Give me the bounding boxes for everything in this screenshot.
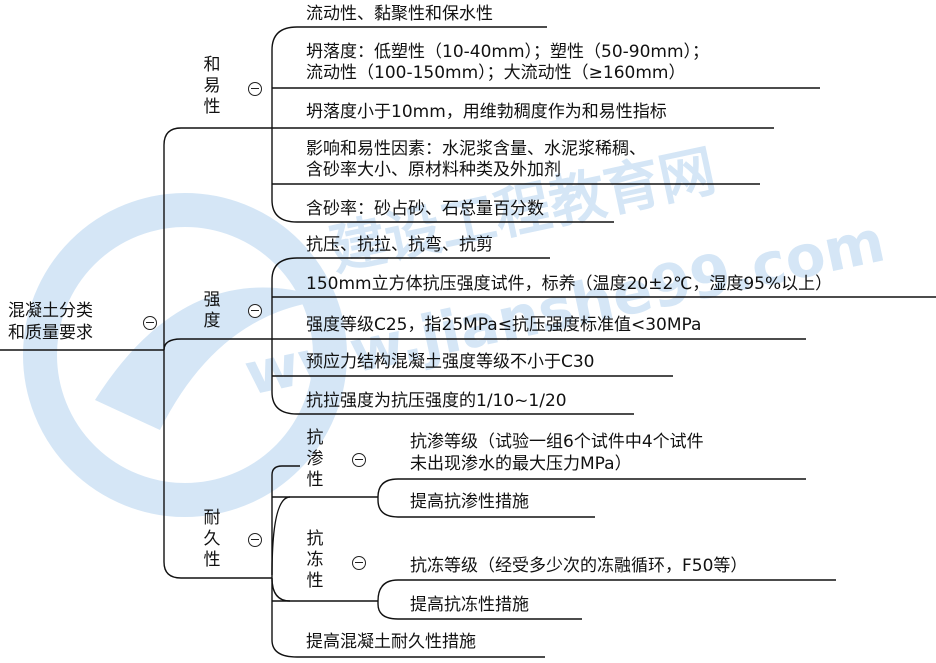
frost-bracket-lower: [377, 601, 582, 620]
durability-bracket: [271, 465, 300, 578]
strength-item-5: 抗拉强度为抗压强度的1/10~1/20: [306, 391, 567, 411]
impermeability-collapse-toggle[interactable]: [352, 453, 366, 467]
workability-item-4-line2: 含砂率大小、原材料种类及外加剂: [306, 160, 561, 180]
durability-improve-item: 提高混凝土耐久性措施: [306, 632, 476, 652]
strength-bracket: [271, 257, 298, 415]
watermark-logo-ring: [23, 193, 347, 517]
watermark-logo-swoosh: [95, 287, 330, 430]
durability-collapse-toggle[interactable]: [248, 533, 262, 547]
strength-item-1: 抗压、抗拉、抗弯、抗剪: [306, 235, 493, 255]
impermeability-bracket-lower: [377, 497, 595, 518]
frost-link: [271, 577, 291, 602]
impermeability-item-1-line2: 未出现渗水的最大压力MPa）: [410, 454, 632, 474]
frost-collapse-toggle[interactable]: [352, 556, 366, 570]
workability-item-1: 流动性、黏聚性和保水性: [306, 4, 493, 24]
durability-bracket-lower: [271, 578, 298, 658]
branch-link-durability: [163, 350, 272, 579]
frost-title: 抗冻性: [306, 529, 324, 591]
strength-collapse-toggle[interactable]: [248, 304, 262, 318]
workability-collapse-toggle[interactable]: [248, 82, 262, 96]
strength-item-2: 150mm立方体抗压强度试件，标养（温度20±2℃，湿度95%以上）: [306, 274, 833, 294]
strength-item-4: 预应力结构混凝土强度等级不小于C30: [306, 352, 595, 372]
root-label-line1: 混凝土分类: [8, 301, 93, 321]
frost-item-1: 抗冻等级（经受多少次的冻融循环，F50等）: [410, 556, 748, 576]
frost-bracket: [377, 579, 836, 602]
impermeability-link: [271, 496, 291, 576]
frost-item-2: 提高抗冻性措施: [410, 595, 529, 615]
impermeability-item-2: 提高抗渗性措施: [410, 492, 529, 512]
workability-item-3: 坍落度小于10mm，用维勃稠度作为和易性指标: [306, 102, 667, 122]
strength-item-3: 强度等级C25，指25MPa≤抗压强度标准值<30MPa: [306, 315, 702, 335]
root-collapse-toggle[interactable]: [143, 316, 157, 330]
workability-item-4-line1: 影响和易性因素：水泥浆含量、水泥浆稀稠、: [306, 139, 646, 159]
durability-title: 耐久性: [203, 508, 221, 570]
root-label-line2: 和质量要求: [8, 323, 93, 343]
workability-item-2-line2: 流动性（100-150mm）；大流动性（≥160mm）: [306, 63, 686, 83]
workability-item-2-line1: 坍落度：低塑性（10-40mm）；塑性（50-90mm）；: [306, 42, 710, 62]
impermeability-item-1-line1: 抗渗等级（试验一组6个试件中4个试件: [410, 432, 704, 452]
branch-link-strength: [163, 338, 272, 351]
branch-link-workability: [163, 127, 272, 350]
workability-bracket: [271, 26, 298, 223]
impermeability-title: 抗渗性: [306, 428, 324, 490]
workability-title: 和易性: [203, 55, 221, 117]
strength-title: 强度: [203, 290, 221, 331]
impermeability-bracket: [377, 478, 806, 498]
workability-item-5: 含砂率：砂占砂、石总量百分数: [306, 199, 544, 219]
